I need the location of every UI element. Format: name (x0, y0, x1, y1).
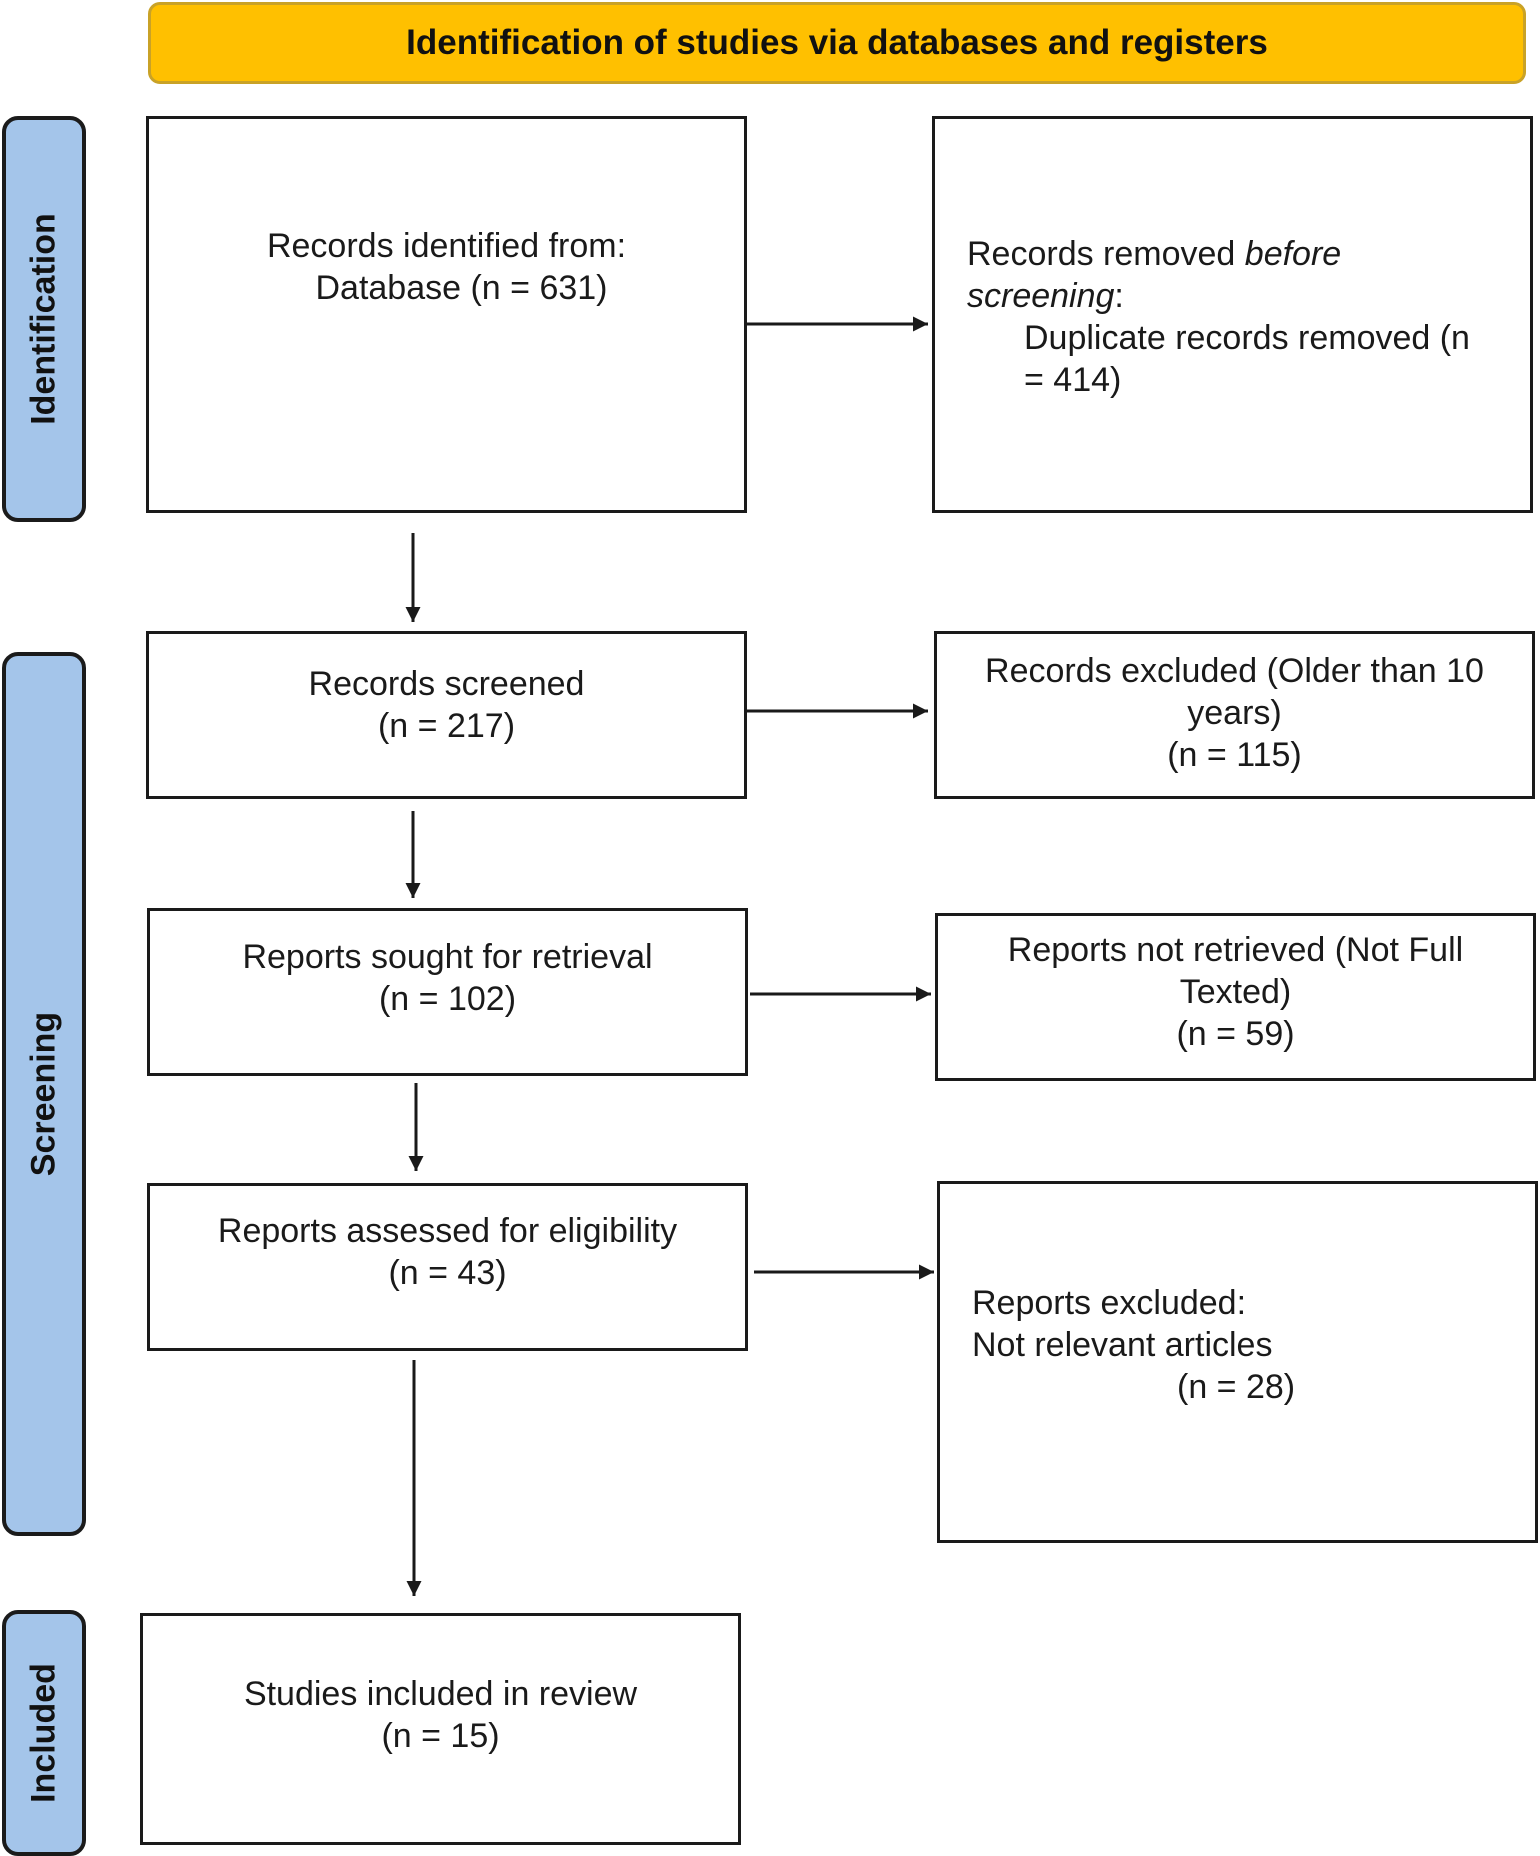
records-excluded-box: Records excluded (Older than 10 years) (… (934, 631, 1535, 799)
reports-not-retrieved-texted: Texted) (1179, 973, 1292, 1011)
stage-included-text: Included (24, 1663, 63, 1803)
records-identified-count: Database (n = 631) (315, 268, 608, 307)
stage-identification-text: Identification (24, 213, 63, 425)
studies-included-count: (n = 15) (381, 1717, 500, 1755)
records-identified-box: Records identified from: Database (n = 6… (146, 116, 747, 513)
reports-assessed-label: Reports assessed for eligibility (217, 1212, 678, 1250)
records-excluded-years: years) (1187, 694, 1282, 732)
stage-label-identification: Identification (2, 116, 86, 522)
records-screened-count: (n = 217) (377, 707, 516, 745)
records-removed-before: before (1244, 235, 1342, 273)
records-excluded-count: (n = 115) (1167, 736, 1302, 774)
stage-screening-text: Screening (24, 1011, 63, 1177)
reports-assessed-count: (n = 43) (388, 1254, 507, 1292)
records-identified-label: Records identified from: (266, 226, 627, 265)
records-removed-colon: : (1114, 277, 1124, 315)
studies-included-box: Studies included in review (n = 15) (140, 1613, 741, 1845)
records-screened-label: Records screened (308, 665, 585, 703)
records-excluded-label: Records excluded (Older than 10 (985, 652, 1484, 690)
records-screened-box: Records screened (n = 217) (146, 631, 747, 799)
reports-not-retrieved-label: Reports not retrieved (Not Full (1007, 931, 1464, 969)
duplicate-records-label: Duplicate records removed (n (1024, 319, 1470, 357)
reports-not-retrieved-box: Reports not retrieved (Not Full Texted) … (935, 913, 1536, 1081)
reports-sought-box: Reports sought for retrieval (n = 102) (147, 908, 748, 1076)
records-removed-screening: screening (967, 277, 1115, 315)
records-removed-line2: screening: (967, 275, 1124, 317)
reports-excluded-reason: Not relevant articles (972, 1326, 1273, 1364)
records-removed-box: Records removed before screening: Duplic… (932, 116, 1533, 513)
stage-label-screening: Screening (2, 652, 86, 1536)
reports-not-retrieved-count: (n = 59) (1176, 1015, 1295, 1053)
reports-excluded-label: Reports excluded: (972, 1284, 1247, 1322)
reports-sought-label: Reports sought for retrieval (242, 938, 653, 976)
reports-assessed-box: Reports assessed for eligibility (n = 43… (147, 1183, 748, 1351)
reports-excluded-count: (n = 28) (1177, 1368, 1296, 1406)
header-bar: Identification of studies via databases … (148, 2, 1526, 84)
reports-sought-count: (n = 102) (378, 980, 517, 1018)
records-removed-line1: Records removed before (967, 233, 1341, 275)
header-title: Identification of studies via databases … (406, 23, 1268, 62)
stage-label-included: Included (2, 1610, 86, 1856)
duplicate-records-count: = 414) (1024, 361, 1122, 399)
records-removed-prefix: Records removed (967, 235, 1245, 273)
studies-included-label: Studies included in review (243, 1675, 638, 1713)
reports-excluded-box: Reports excluded: Not relevant articles … (937, 1181, 1538, 1543)
